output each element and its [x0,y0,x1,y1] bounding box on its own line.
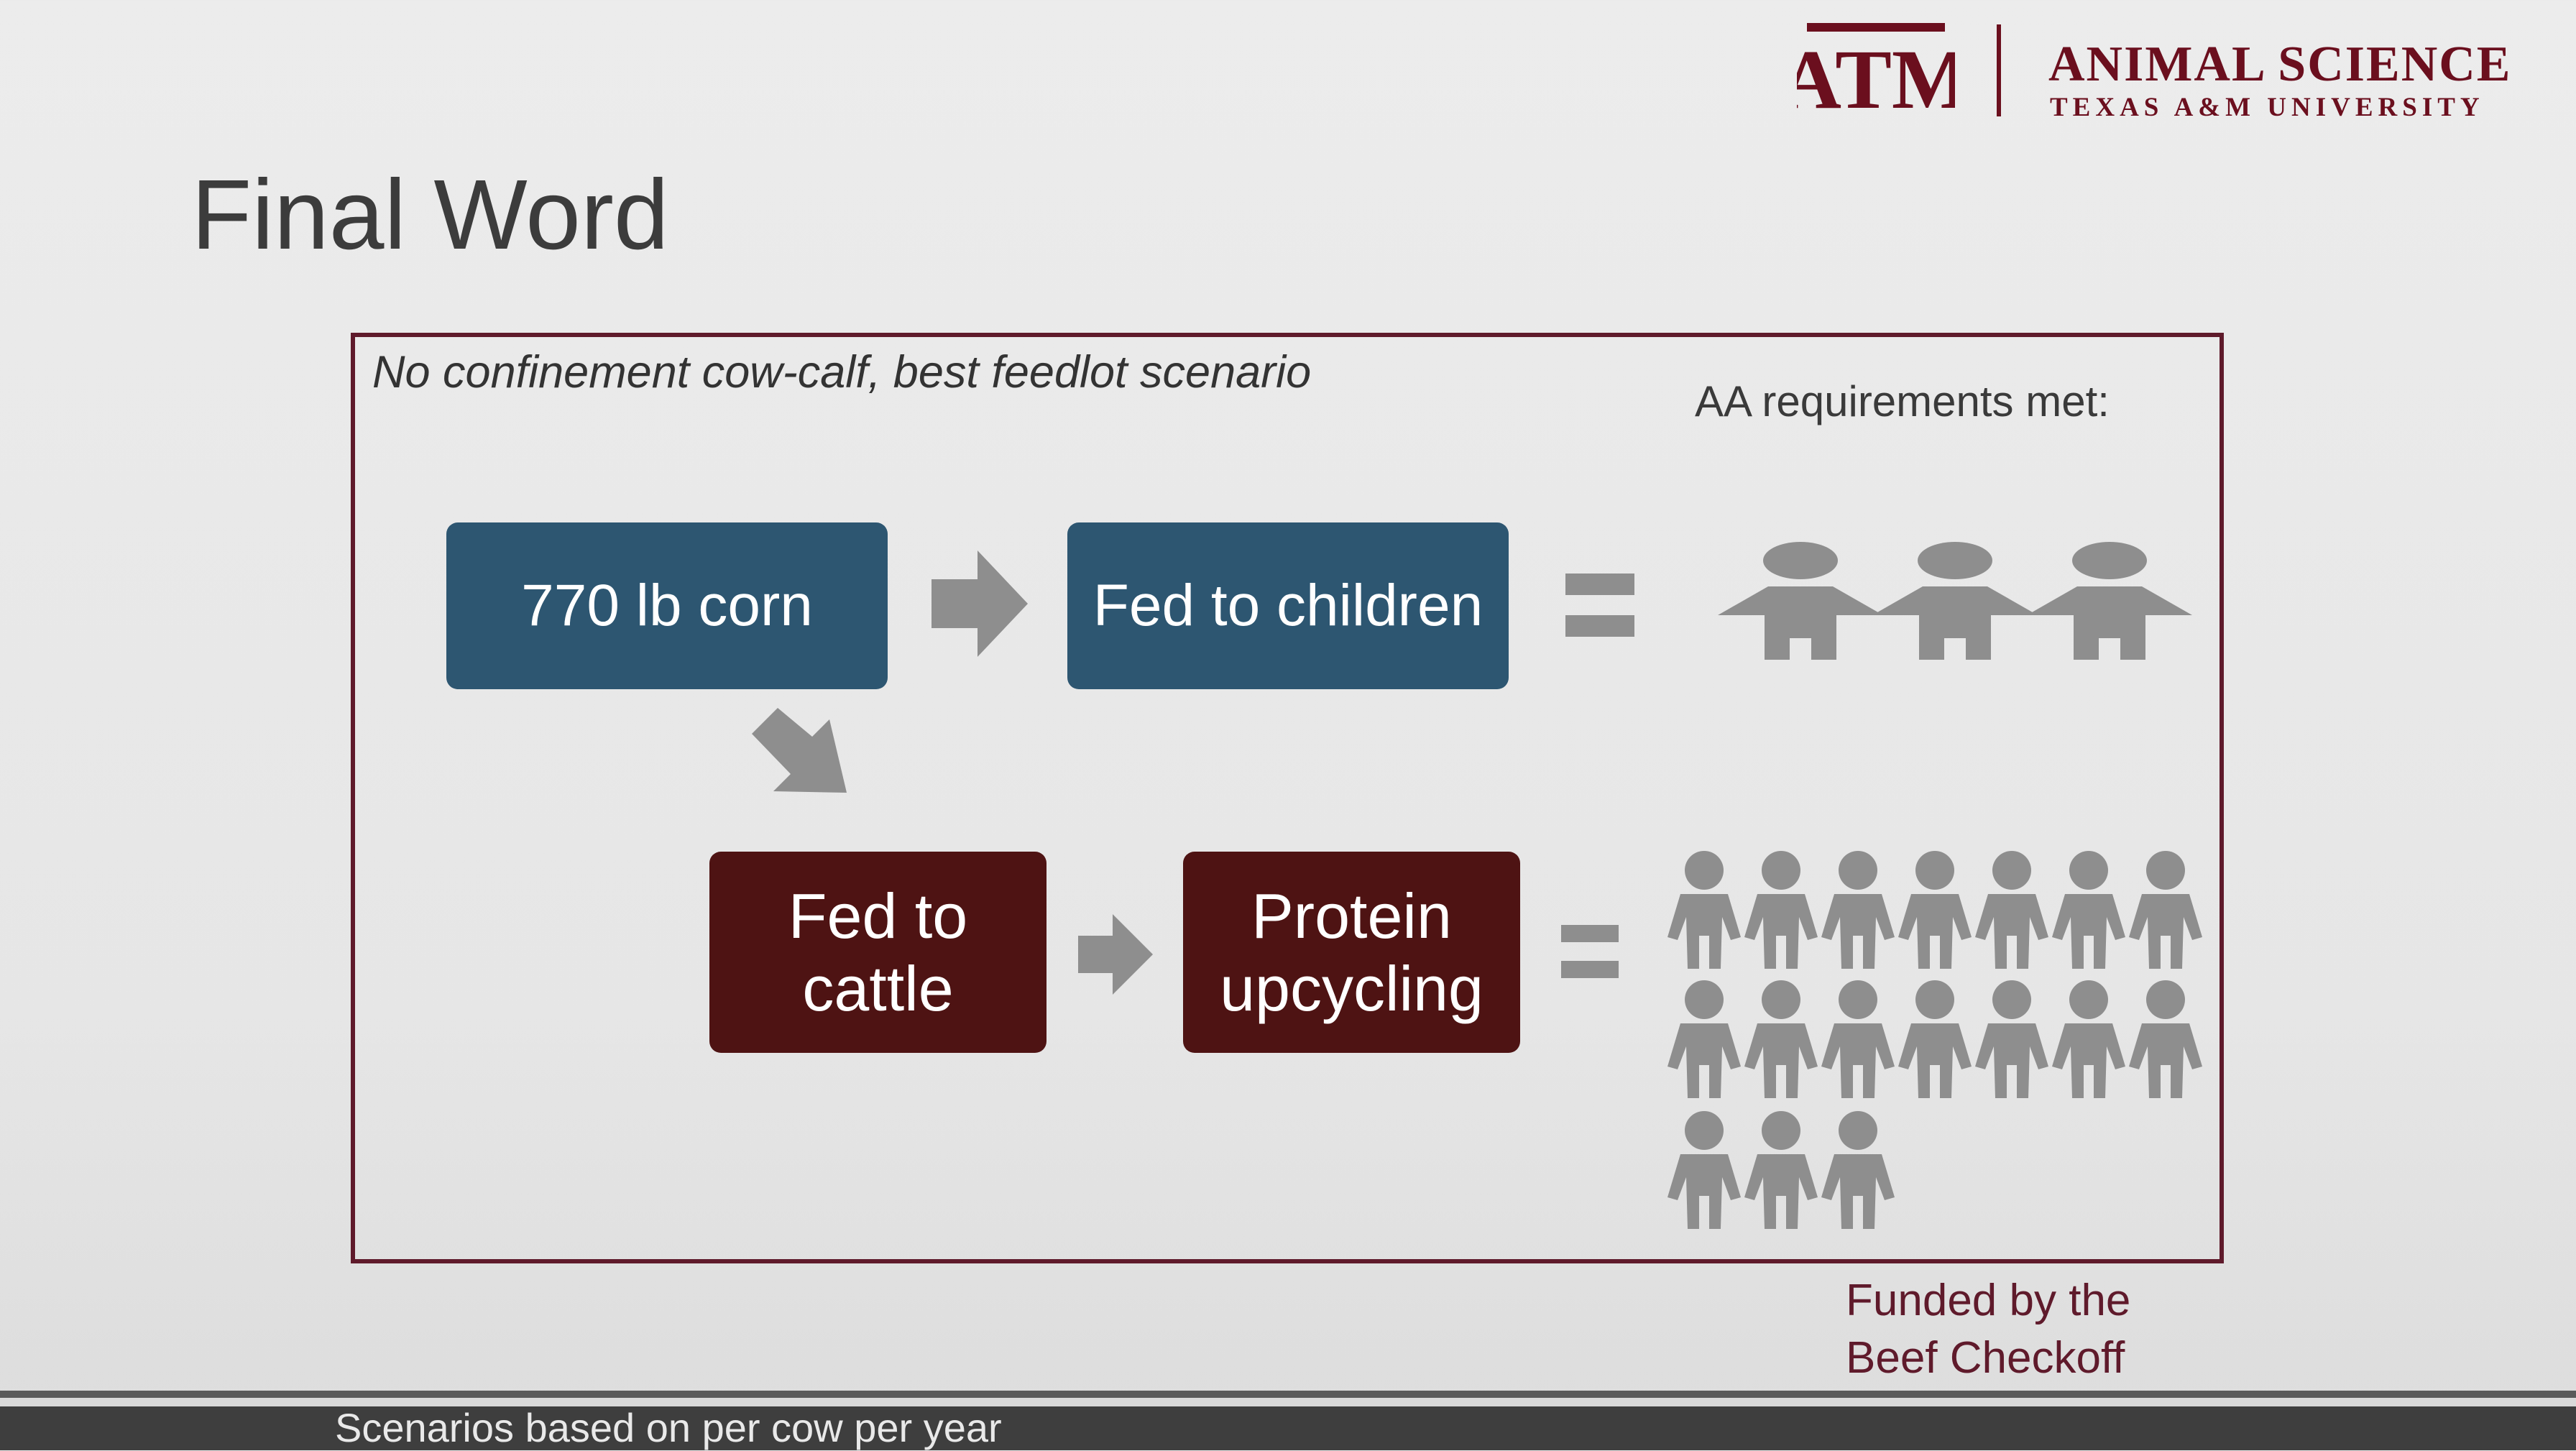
children-group [1718,542,2192,660]
footer-bar [0,1391,2576,1450]
person-icon [2129,851,2202,969]
person-icon [1821,851,1895,969]
equals-icon [1561,925,1619,980]
corn-box: 770 lb corn [446,522,888,689]
logo-title: ANIMAL SCIENCE [2048,37,2512,92]
fed-to-children-box: Fed to children [1067,522,1509,689]
person-icon [2052,851,2125,969]
logo-divider [1997,24,2001,116]
people-group [1668,851,2202,1229]
person-icon [1744,980,1818,1098]
person-icon [1975,980,2048,1098]
equals-icon [1565,574,1634,638]
fed-to-cattle-box: Fed to cattle [709,852,1046,1053]
logo-subtitle: TEXAS A&M UNIVERSITY [2050,93,2485,122]
person-icon [1744,1111,1818,1229]
person-icon [1821,980,1895,1098]
funding-line-1: Funded by the [1846,1276,2131,1325]
person-icon [1744,851,1818,969]
person-icon [1668,980,1741,1098]
person-icon [1898,851,1972,969]
funding-line-2: Beef Checkoff [1846,1333,2125,1383]
person-icon [2129,980,2202,1098]
footer-note: Scenarios based on per cow per year [335,1405,1002,1450]
atm-animal-science-logo: ATM ANIMAL SCIENCE TEXAS A&M UNIVERSITY [1797,14,2559,124]
person-icon [1668,1111,1741,1229]
scenario-label: No confinement cow-calf, best feedlot sc… [372,347,1312,397]
person-icon [1975,851,2048,969]
child-icon [1872,542,2038,660]
person-icon [1898,980,1972,1098]
protein-upcycling-box: Protein upcycling [1183,852,1520,1053]
child-icon [2027,542,2192,660]
right-arrow-icon [932,551,1028,657]
page-title: Final Word [191,160,669,270]
atm-logo-icon: ATM [1797,23,1955,124]
person-icon [2052,980,2125,1098]
person-icon [1821,1111,1895,1229]
svg-text:ATM: ATM [1797,32,1955,124]
funding-note: Funded by the Beef Checkoff [1846,1272,2130,1387]
down-right-arrow-icon [752,708,847,793]
right-arrow-icon [1078,914,1153,995]
child-icon [1718,542,1883,660]
diagram-frame [351,333,2224,1263]
person-icon [1668,851,1741,969]
aa-requirements-label: AA requirements met: [1695,377,2110,425]
